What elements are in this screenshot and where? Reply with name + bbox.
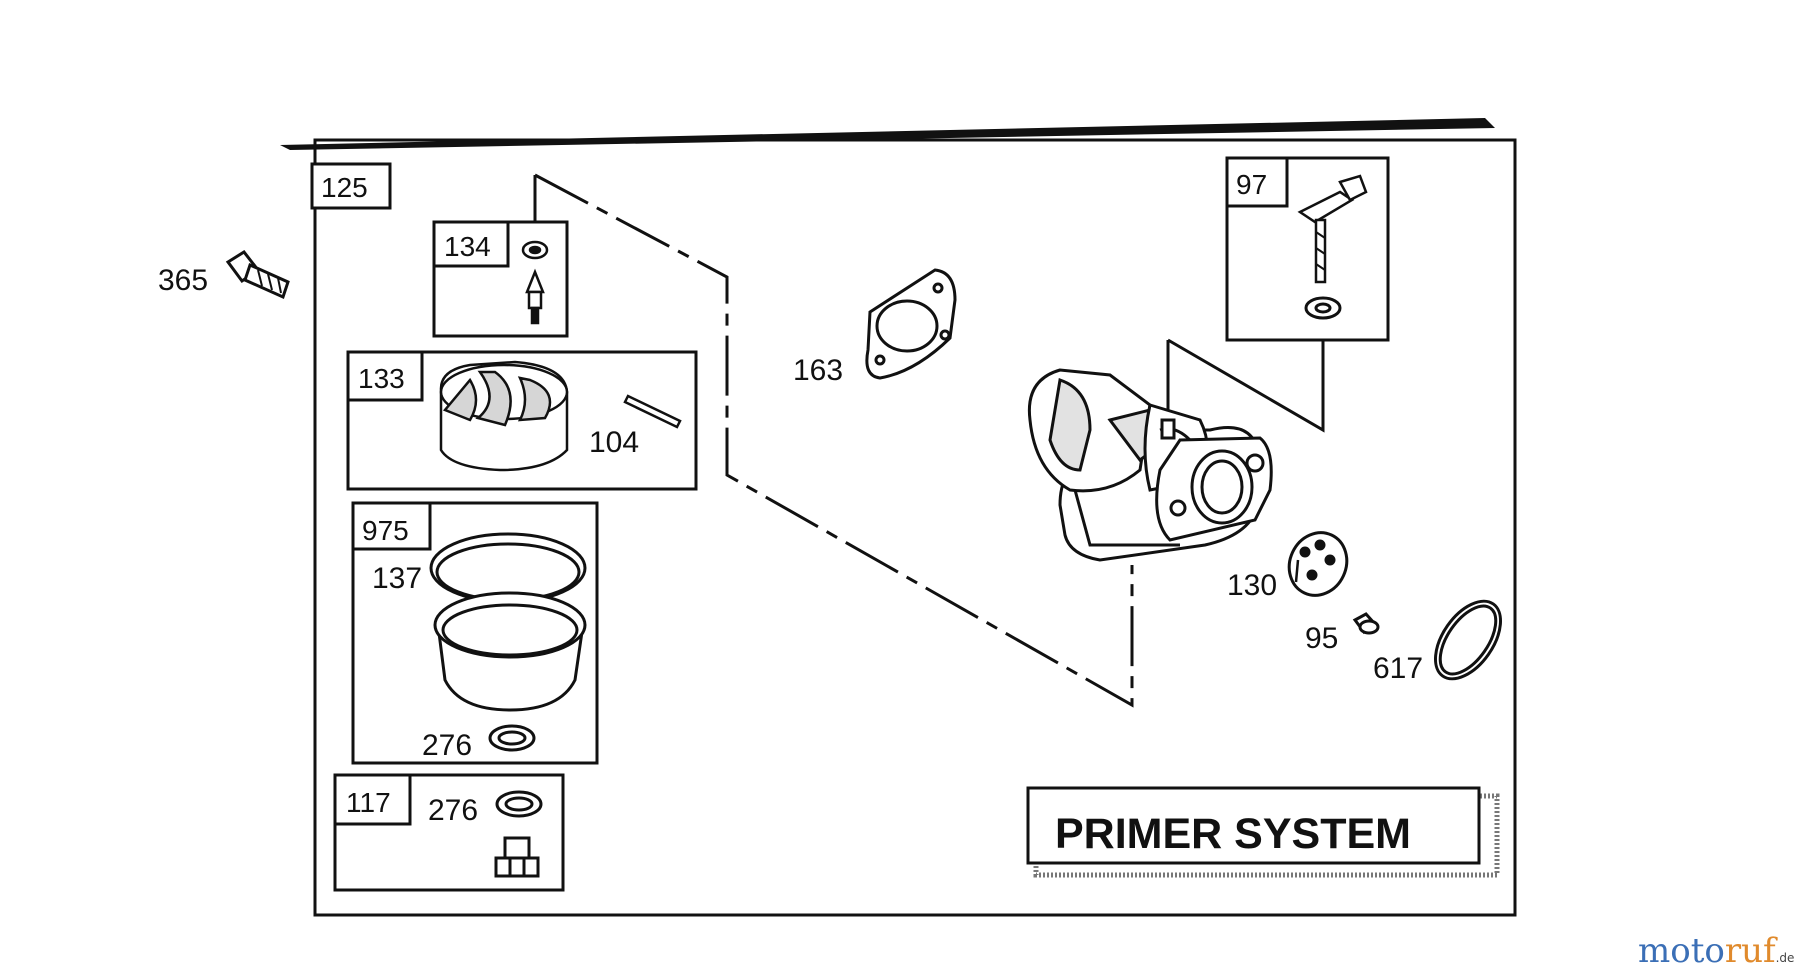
bowl-washer-icon [488,724,536,752]
part-label-104: 104 [589,426,639,459]
bowl-nut-washer-icon [495,790,543,818]
kit-box-125: 125 [310,162,392,210]
carburetor-gasket-icon [865,268,957,380]
part-label-276-a: 276 [422,729,472,762]
o-ring-icon [1433,599,1503,681]
kit-box-97: 97 [1225,156,1390,342]
kit-box-975: 975 137 276 [351,501,599,765]
kit-box-117-label: 117 [346,787,391,818]
throttle-seal-icon [1304,296,1342,320]
kit-box-133-label: 133 [358,363,405,394]
kit-box-134-label: 134 [444,231,491,262]
part-label-365: 365 [158,264,208,297]
carburetor-body-icon [1027,368,1273,562]
svg-text:motoruf.de: motoruf.de [1638,931,1794,971]
primer-bulb-icon [1287,531,1349,597]
watermark-part1: moto [1638,931,1725,971]
title-box: PRIMER SYSTEM [1026,786,1500,878]
float-bowl-icon [433,591,587,712]
diagram-title: PRIMER SYSTEM [1055,810,1411,858]
float-needle-seat-icon [521,240,549,260]
diagram-frame [280,118,1517,917]
kit-box-125-label: 125 [321,172,368,203]
kit-box-117: 117 276 [333,773,565,892]
part-label-276-b: 276 [428,794,478,827]
part-label-163: 163 [793,354,843,387]
part-label-617: 617 [1373,652,1423,685]
mounting-bolt-icon [225,250,290,300]
float-hinge-pin-icon [623,394,682,429]
kit-box-133: 133 104 [346,350,698,491]
watermark-logo: motoruf.de [1638,931,1794,971]
kit-box-97-label: 97 [1236,169,1267,200]
part-label-95: 95 [1305,622,1338,655]
watermark-part2: ruf [1725,931,1778,971]
throttle-shaft-icon [1297,174,1368,284]
bowl-nut-icon [494,836,540,878]
part-label-130: 130 [1227,569,1277,602]
part-label-137: 137 [372,562,422,595]
float-icon [439,360,569,472]
watermark-suffix: .de [1776,951,1795,965]
screw-icon [1352,612,1380,635]
float-needle-icon [525,268,545,325]
kit-box-134: 134 [432,220,569,338]
kit-box-975-label: 975 [362,515,409,546]
